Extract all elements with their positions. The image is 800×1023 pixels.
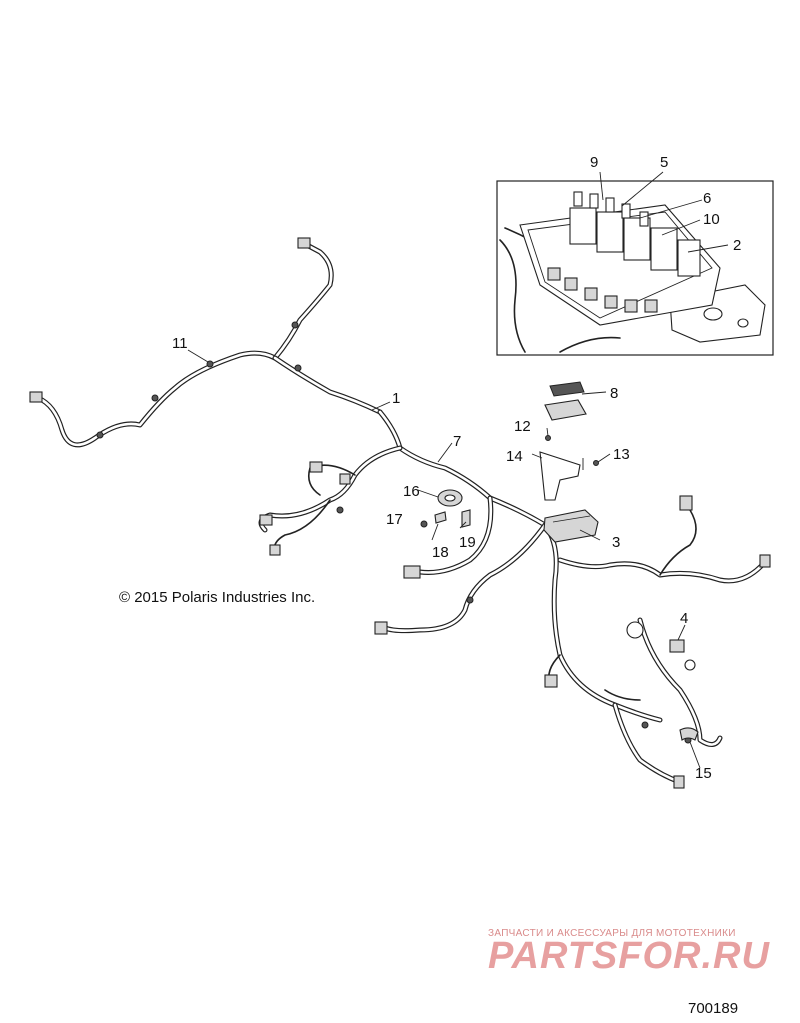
watermark-tagline: ЗАПЧАСТИ И АКСЕССУАРЫ ДЛЯ МОТОТЕХНИКИ [488, 928, 736, 939]
callout-9: 9 [590, 154, 598, 171]
front-harness [29, 237, 383, 448]
callout-16: 16 [403, 483, 420, 500]
fuse-block-3 [543, 509, 601, 543]
callout-11: 11 [172, 335, 188, 352]
callout-17: 17 [386, 511, 403, 528]
relay-4 [669, 624, 686, 653]
callout-12: 12 [514, 418, 531, 435]
drawing-number: 700189 [688, 1000, 739, 1017]
callout-5: 5 [660, 154, 668, 171]
callout-2: 2 [733, 237, 741, 254]
callout-7: 7 [453, 433, 461, 450]
fuse-row [573, 191, 649, 227]
clip-15 [679, 727, 701, 769]
bracket-14 [539, 435, 599, 501]
connector [297, 237, 311, 249]
callout-6: 6 [703, 190, 711, 207]
connector [403, 565, 421, 579]
callout-labels: 9 5 6 10 2 11 1 8 12 7 14 13 16 17 19 18… [172, 154, 741, 782]
callout-19: 19 [459, 534, 476, 551]
relay-box-inset [496, 171, 774, 356]
connector [29, 391, 43, 403]
fasteners-17-18-19 [420, 509, 471, 541]
grommet-16 [437, 489, 463, 507]
watermark: ЗАПЧАСТИ И АКСЕССУАРЫ ДЛЯ МОТОТЕХНИКИ PA… [488, 928, 788, 978]
callout-13: 13 [613, 446, 630, 463]
callout-14: 14 [506, 448, 523, 465]
callout-4: 4 [680, 610, 688, 627]
fuse-cover-8 [544, 381, 607, 421]
copyright-notice: © 2015 Polaris Industries Inc. [119, 589, 316, 606]
callout-3: 3 [612, 534, 620, 551]
watermark-logo: PARTSFOR.RU [488, 935, 770, 977]
callout-18: 18 [432, 544, 449, 561]
box-connectors [547, 267, 658, 313]
callout-8: 8 [610, 385, 618, 402]
callout-10: 10 [703, 211, 720, 228]
callout-15: 15 [695, 765, 712, 782]
callout-1: 1 [392, 390, 400, 407]
